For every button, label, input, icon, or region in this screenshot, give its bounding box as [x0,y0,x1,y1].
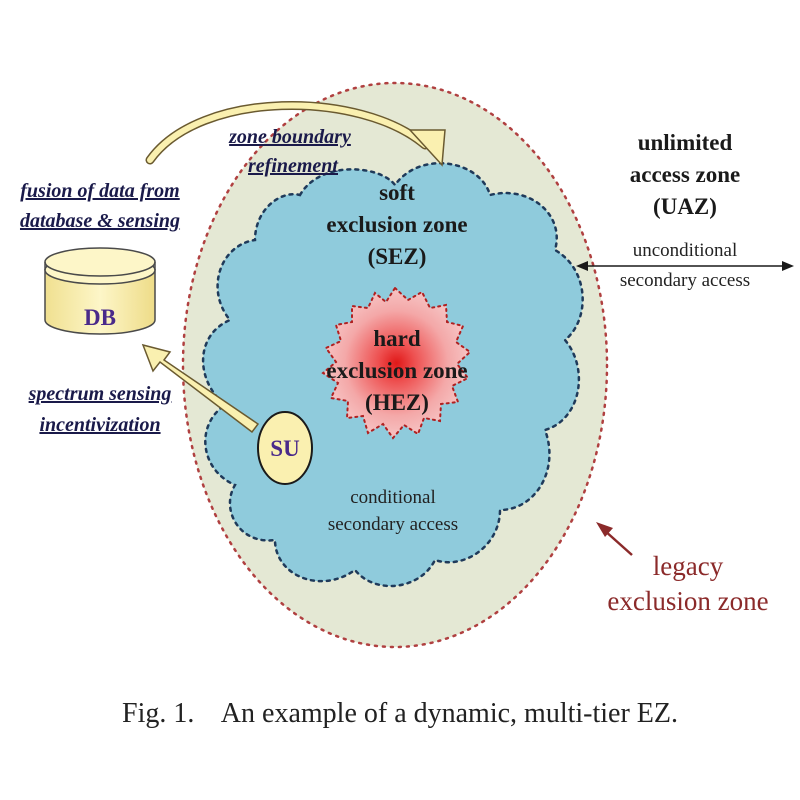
sez-label-3: (SEZ) [368,244,427,269]
hez-label-2: exclusion zone [326,358,467,383]
fusion-label-1: fusion of data from [20,180,179,202]
sez-label-1: soft [379,180,415,205]
su-label: SU [270,436,300,461]
zone-boundary-label-2: refinement [248,155,339,177]
uaz-label-3: (UAZ) [653,194,717,219]
database-icon [44,247,156,335]
legacy-label-2: exclusion zone [607,586,768,616]
unconditional-label-1: unconditional [633,240,737,261]
uaz-label-1: unlimited [638,130,733,155]
su-node [257,411,313,485]
hard-exclusion-zone [321,286,472,440]
sez-label-2: exclusion zone [326,212,467,237]
hez-label-1: hard [373,326,421,351]
spectrum-label-1: spectrum sensing [28,383,172,405]
sensing-arrow [141,343,260,434]
conditional-label-2: secondary access [328,514,458,535]
uaz-label-2: access zone [630,162,741,187]
db-label: DB [84,305,116,330]
refinement-arrowhead [408,129,446,167]
conditional-label-1: conditional [350,487,435,508]
unconditional-access-arrow [576,261,794,271]
hez-label-3: (HEZ) [365,390,429,415]
figure-caption: Fig. 1. An example of a dynamic, multi-t… [122,698,678,729]
unconditional-label-2: secondary access [620,270,750,291]
legacy-pointer-arrow [596,522,633,556]
legacy-label-1: legacy [653,551,724,581]
spectrum-label-2: incentivization [39,414,160,436]
fusion-label-2: database & sensing [20,210,180,232]
zone-boundary-label-1: zone boundary [228,126,351,148]
